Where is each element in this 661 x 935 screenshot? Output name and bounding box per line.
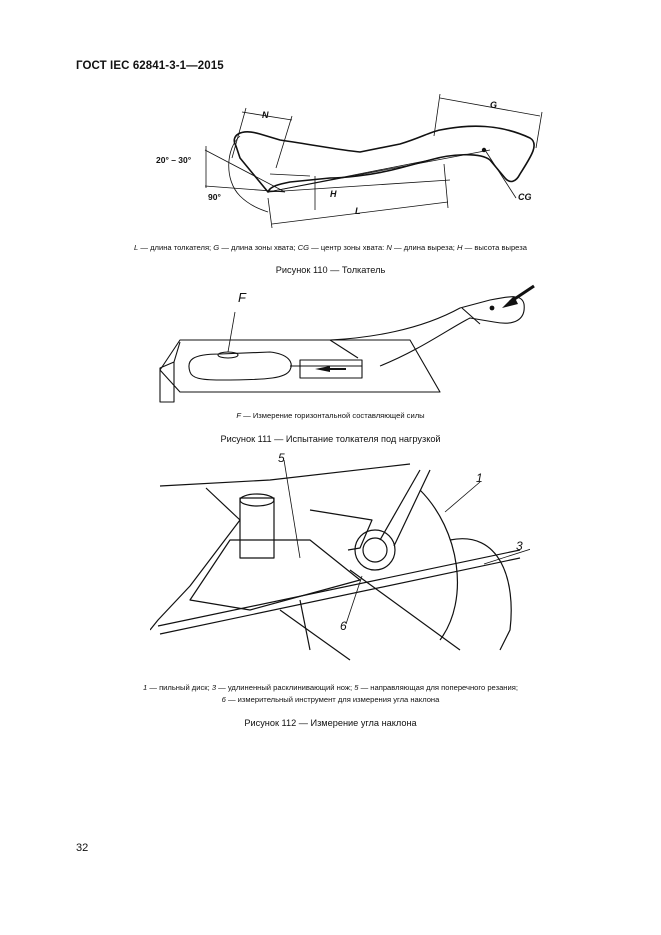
legend-symbol: CG [297,243,310,252]
legend-symbol: 3 [211,683,217,692]
legend-text: — высота выреза [462,243,527,252]
legend-text: — длина толкателя; [138,243,214,252]
legend-symbol: F [236,411,242,420]
legend-line: 6 — измерительный инструмент для измерен… [60,694,601,706]
label-1: 1 [476,471,483,485]
figure-112-caption: Рисунок 112 — Измерение угла наклона [244,718,417,728]
legend-text: — направляющая для поперечного резания; [358,683,518,692]
figure-111-caption: Рисунок 111 — Испытание толкателя под на… [220,434,441,444]
label-angle-90: 90° [208,192,221,202]
legend-text: — удлиненный расклинивающий нож; [216,683,355,692]
label-L: L [355,206,361,216]
figure-111-load-test-drawing: F [159,284,535,403]
page-number: 32 [76,842,89,854]
label-5: 5 [278,451,285,465]
legend-text: — длина выреза; [391,243,458,252]
figure-110-legend: L — длина толкателя; G — длина зоны хват… [60,242,601,254]
label-H: H [330,189,337,199]
label-angle-range: 20° – 30° [156,155,192,165]
legend-text: — пильный диск; [147,683,212,692]
label-N: N [262,110,269,120]
legend-text: — длина зоны хвата; [219,243,298,252]
figure-110-pusher-drawing: N G 20° – 30° 90° H L CG [156,93,543,228]
legend-symbol: H [457,243,463,252]
legend-symbol: 1 [143,683,148,692]
legend-line: 1 — пильный диск; 3 — удлиненный расклин… [60,682,601,694]
document-header: ГОСТ IEC 62841-3-1—2015 [76,60,224,72]
legend-symbol: N [386,243,392,252]
legend-text: — измерительный инструмент для измерения… [225,695,440,704]
label-G: G [490,100,497,110]
legend-symbol: L [134,243,139,252]
legend-symbol: 5 [354,683,359,692]
label-6: 6 [340,619,347,633]
label-3: 3 [516,539,523,553]
label-CG: CG [518,192,532,202]
figure-112-bevel-measure-drawing: 5 1 3 6 [150,451,530,661]
legend-text: — Измерение горизонтальной составляющей … [241,411,425,420]
label-F: F [238,290,247,305]
legend-text: — центр зоны хвата: [309,243,387,252]
figure-110-caption: Рисунок 110 — Толкатель [275,265,386,275]
figure-112-legend: 1 — пильный диск; 3 — удлиненный расклин… [60,682,601,706]
figure-111-legend: F — Измерение горизонтальной составляюще… [60,410,601,422]
legend-symbol: 6 [221,695,226,704]
legend-symbol: G [213,243,220,252]
